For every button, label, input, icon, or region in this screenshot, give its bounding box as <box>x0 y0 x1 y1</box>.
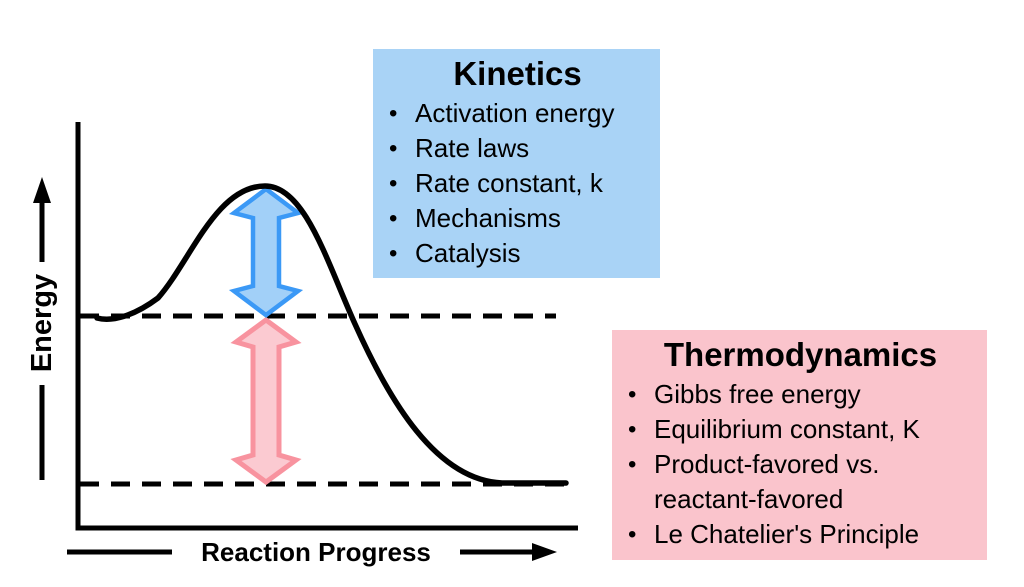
bullet-icon: • <box>389 240 398 267</box>
bullet-icon: • <box>389 205 398 232</box>
x-axis-label: Reaction Progress <box>201 537 431 567</box>
bullet-icon: • <box>628 451 637 478</box>
list-item: • Product-favored vs. reactant-favored <box>624 447 977 517</box>
activation-energy-arrow <box>228 186 304 318</box>
list-item: • Gibbs free energy <box>624 377 977 412</box>
list-item: • Activation energy <box>385 96 650 131</box>
list-item: • Rate constant, k <box>385 166 650 201</box>
list-item: • Mechanisms <box>385 201 650 236</box>
bullet-icon: • <box>628 416 637 443</box>
bullet-icon: • <box>389 135 398 162</box>
bullet-icon: • <box>389 100 398 127</box>
list-item: • Rate laws <box>385 131 650 166</box>
y-axis-label: Energy <box>26 274 58 372</box>
list-item: • Catalysis <box>385 236 650 271</box>
x-axis-arrow <box>67 543 557 561</box>
bullet-icon: • <box>628 381 637 408</box>
bullet-icon: • <box>389 170 398 197</box>
kinetics-list: • Activation energy • Rate laws • Rate c… <box>385 96 650 271</box>
list-item: • Le Chatelier's Principle <box>624 517 977 552</box>
bullet-icon: • <box>628 521 637 548</box>
thermodynamics-list: • Gibbs free energy • Equilibrium consta… <box>624 377 977 552</box>
kinetics-box: Kinetics • Activation energy • Rate laws… <box>373 49 660 278</box>
thermodynamics-title: Thermodynamics <box>663 336 938 373</box>
y-axis-arrow <box>33 177 51 480</box>
list-item: • Equilibrium constant, K <box>624 412 977 447</box>
kinetics-title: Kinetics <box>453 55 582 92</box>
thermodynamics-box: Thermodynamics • Gibbs free energy • Equ… <box>612 330 987 560</box>
gibbs-energy-arrow <box>230 316 302 486</box>
reaction-energy-curve <box>94 183 569 486</box>
